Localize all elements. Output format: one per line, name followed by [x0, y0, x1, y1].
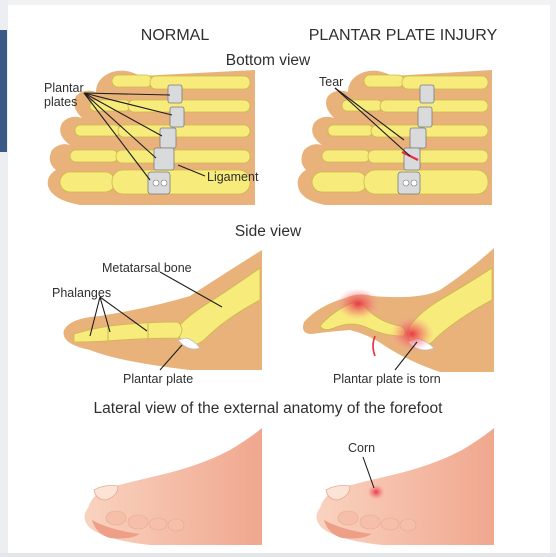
lateral-view-injury-foot	[316, 428, 494, 545]
section-side-view: Side view	[235, 223, 302, 240]
inflammation-toe	[336, 288, 380, 320]
label-plantar-plate-torn: Plantar plate is torn	[333, 372, 441, 386]
inflammation-joint	[390, 316, 434, 352]
label-corn: Corn	[348, 441, 375, 455]
label-ligament: Ligament	[207, 170, 259, 184]
bottom-view-injury-foot	[298, 70, 492, 205]
header-injury: PLANTAR PLATE INJURY	[309, 27, 498, 44]
section-bottom-view: Bottom view	[226, 52, 311, 69]
label-tear: Tear	[319, 75, 343, 89]
lateral-view-normal-foot	[84, 428, 262, 545]
label-phalanges: Phalanges	[52, 286, 111, 300]
label-metatarsal-bone: Metatarsal bone	[102, 261, 192, 275]
header-normal: NORMAL	[141, 27, 210, 44]
label-plantar-plate: Plantar plate	[123, 372, 193, 386]
side-view-injury-foot	[303, 248, 494, 372]
label-plates: plates	[44, 95, 77, 109]
corn-spot	[367, 484, 385, 500]
label-plantar: Plantar	[44, 81, 84, 95]
section-lateral-view: Lateral view of the external anatomy of …	[94, 400, 444, 417]
